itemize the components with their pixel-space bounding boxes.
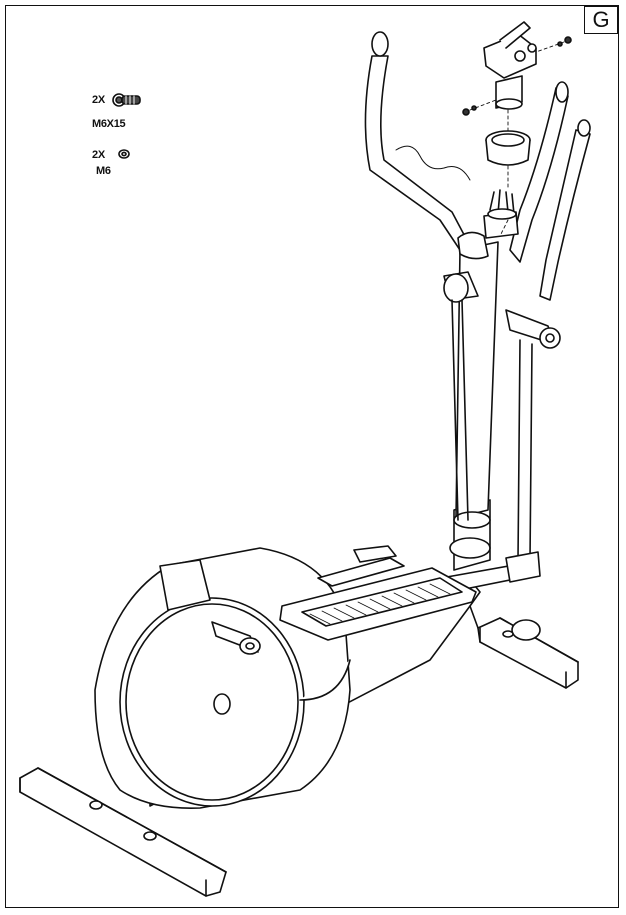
washer-quantity: 2X: [92, 149, 105, 161]
moving-arm-right: [505, 81, 591, 583]
washer-icon: [118, 149, 130, 159]
bolt-quantity: 2X: [92, 94, 105, 106]
pivot-axle: [443, 271, 561, 349]
console-bracket: [483, 21, 537, 110]
console-wiring: [487, 189, 517, 220]
console-screws: [462, 36, 572, 116]
page-frame: [5, 5, 619, 908]
bolt-icon: [112, 93, 141, 107]
moving-arm-left: [364, 31, 471, 521]
washer-spec: M6: [96, 165, 111, 177]
front-stabilizer: [477, 617, 579, 689]
pedal-left: [317, 545, 405, 587]
flywheel-shroud: [94, 547, 351, 809]
console-cable: [395, 145, 471, 181]
pedal-right: [279, 567, 477, 641]
bolt-spec: M6X15: [92, 118, 126, 130]
assembly-guide-lines: [469, 41, 565, 237]
step-label: G: [584, 6, 618, 34]
crank-arm: [211, 621, 261, 655]
rear-stabilizer: [19, 767, 227, 897]
mast-cover: [485, 130, 531, 166]
